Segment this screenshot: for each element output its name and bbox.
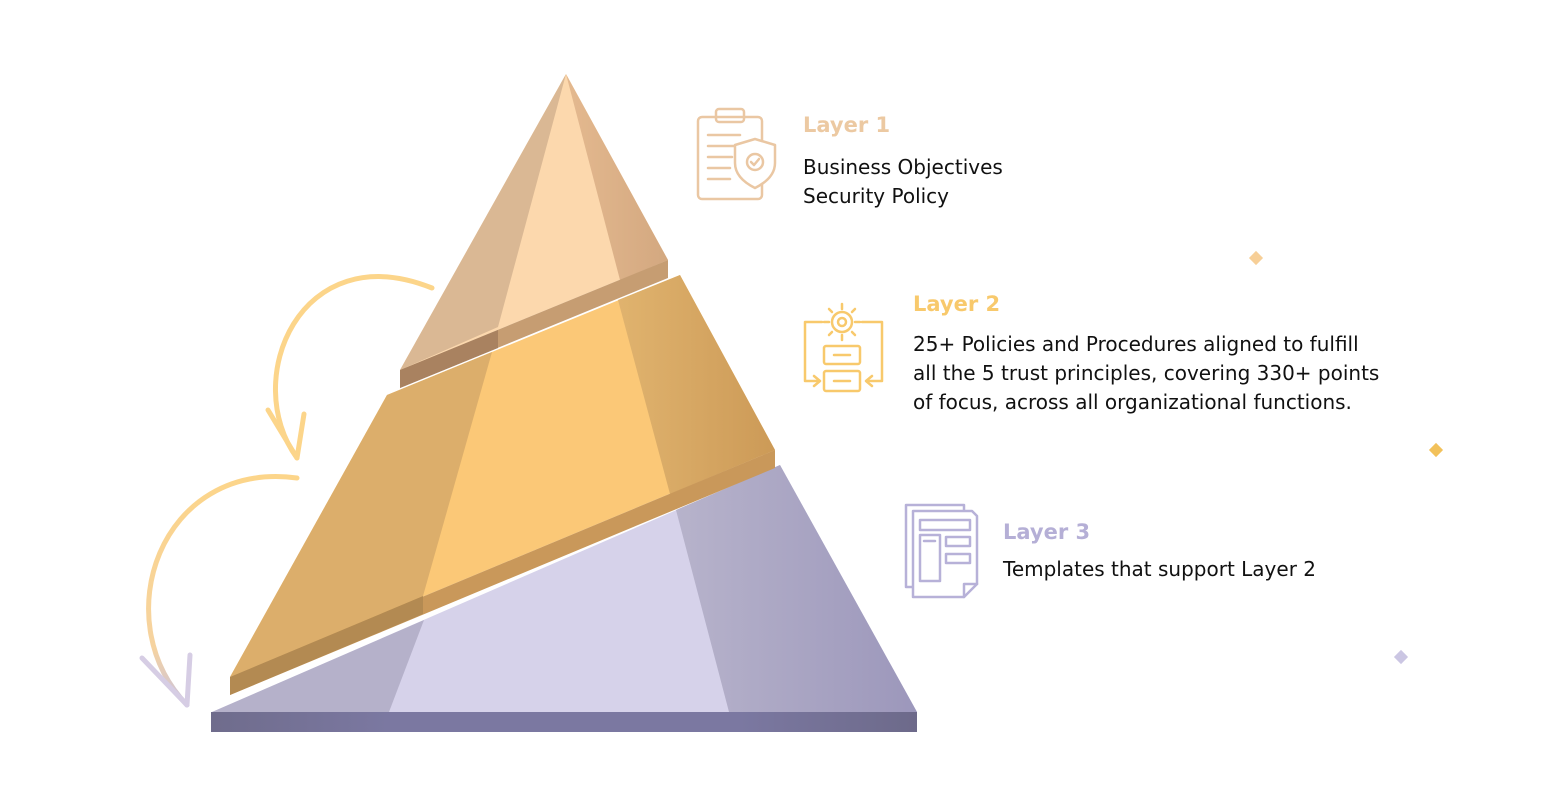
connector-lines	[668, 250, 1444, 665]
lower-arrow-head	[139, 652, 193, 708]
layer3-description: Templates that support Layer 2	[1003, 555, 1316, 584]
layer3-line-1: Templates that support Layer 2	[1003, 557, 1316, 581]
layer2-connector-diamond	[1428, 442, 1444, 458]
pyramid-layer-3	[211, 465, 917, 732]
layer2-line-2: all the 5 trust principles, covering 330…	[913, 361, 1380, 385]
layer3-title: Layer 3	[1003, 520, 1091, 544]
layer2-description: 25+ Policies and Procedures aligned to f…	[913, 330, 1379, 417]
layer3-connector-diamond	[1393, 649, 1409, 665]
clipboard-shield-icon	[696, 107, 777, 201]
layer1-connector-diamond	[1248, 250, 1264, 266]
layer1-line-1: Business Objectives	[803, 155, 1003, 179]
layer2-line-3: of focus, across all organizational func…	[913, 390, 1352, 414]
layer1-line-2: Security Policy	[803, 184, 950, 208]
pyramid-layer-1	[400, 74, 668, 388]
upper-arrow-head	[265, 407, 307, 461]
pyramid	[211, 74, 917, 732]
layer1-title: Layer 1	[803, 113, 891, 137]
upper-curved-arrow	[272, 274, 435, 461]
layer2-title: Layer 2	[913, 292, 1001, 316]
flow-arrows	[139, 274, 435, 708]
layer1-description: Business Objectives Security Policy	[803, 153, 1003, 211]
layer2-line-1: 25+ Policies and Procedures aligned to f…	[913, 332, 1359, 356]
pyramid-layer-2	[230, 275, 775, 695]
document-template-icon	[904, 503, 979, 599]
lower-curved-arrow	[146, 474, 300, 708]
gear-workflow-icon	[803, 302, 884, 393]
